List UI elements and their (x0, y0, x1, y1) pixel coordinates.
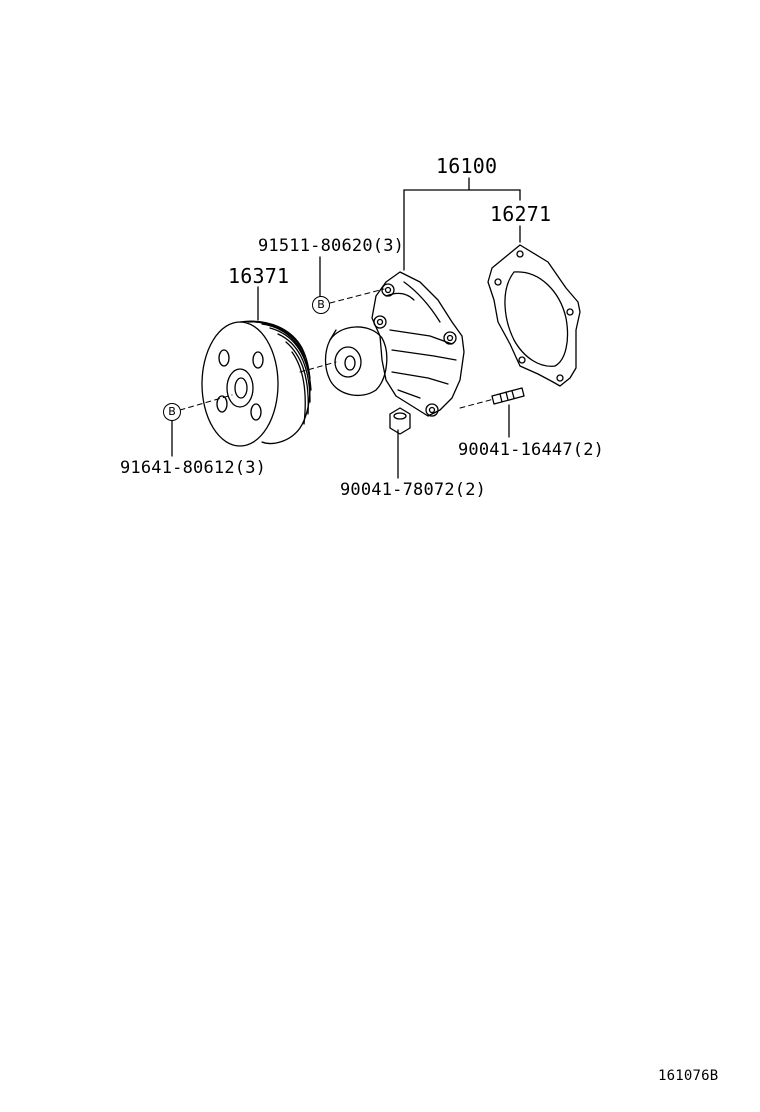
nut-drawing (389, 407, 411, 435)
callout-gasket-16271: 16271 (490, 202, 552, 226)
callout-nut: 90041-78072(2) (340, 480, 487, 500)
marker-b-upper: B (312, 296, 330, 314)
leader-16100 (403, 177, 521, 271)
stud-drawing (491, 387, 525, 405)
drawing-id: 161076B (658, 1068, 719, 1084)
callout-pulley-16371: 16371 (228, 264, 290, 288)
pump-body-drawing (324, 271, 465, 417)
callout-bolt-upper: 91511-80620(3) (258, 236, 405, 256)
callout-stud: 90041-16447(2) (458, 440, 605, 460)
marker-b-lower: B (163, 403, 181, 421)
callout-assembly-16100: 16100 (436, 154, 498, 178)
gasket-drawing (487, 244, 581, 387)
pulley-drawing (201, 320, 312, 447)
callout-bolt-lower: 91641-80612(3) (120, 458, 267, 478)
